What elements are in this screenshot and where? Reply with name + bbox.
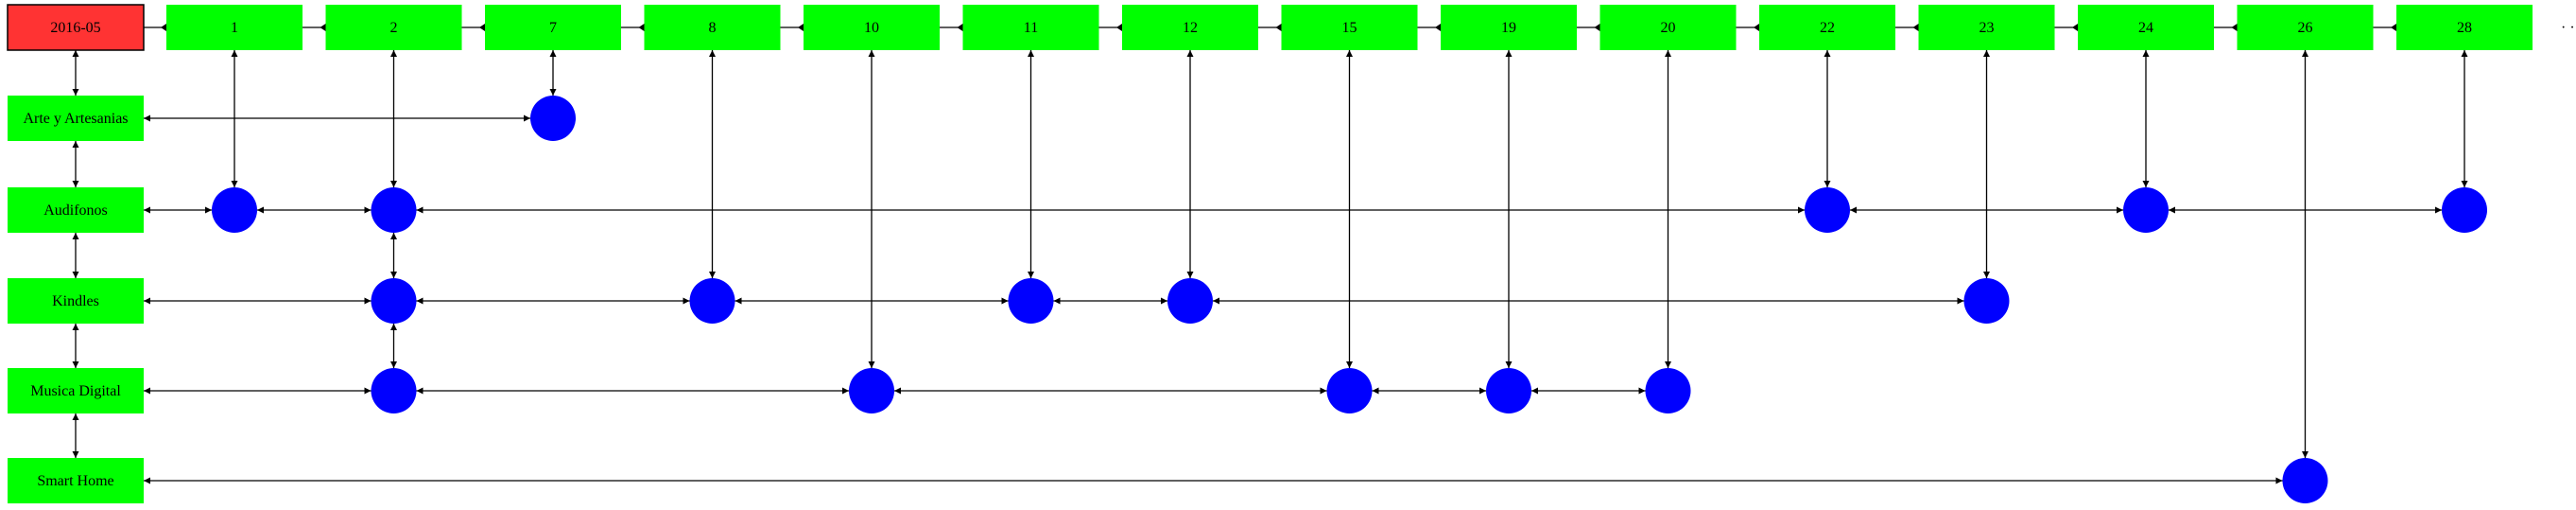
day-box-8: 8	[644, 5, 781, 50]
day-label: 28	[2457, 20, 2472, 36]
day-box-7: 7	[485, 5, 621, 50]
dot-musica-digital-20	[1645, 368, 1691, 413]
day-label: 26	[2298, 20, 2313, 36]
dot-arte-y-artesanias-7	[530, 96, 576, 141]
day-label: 10	[864, 20, 879, 36]
day-box-15: 15	[1281, 5, 1418, 50]
day-box-10: 10	[804, 5, 940, 50]
dot-audifonos-28	[2442, 187, 2487, 233]
day-box-22: 22	[1759, 5, 1895, 50]
edges-layer	[72, 24, 2468, 484]
day-box-12: 12	[1122, 5, 1258, 50]
day-box-26: 26	[2237, 5, 2374, 50]
day-label: 22	[1820, 20, 1835, 36]
category-box-smart-home: Smart Home	[8, 458, 144, 503]
day-label: 23	[1980, 20, 1995, 36]
dot-audifonos-22	[1805, 187, 1850, 233]
category-box-audifonos: Audifonos	[8, 187, 144, 233]
month-label: 2016-05	[50, 20, 100, 36]
dot-audifonos-1	[212, 187, 257, 233]
day-box-11: 11	[962, 5, 1099, 50]
dot-musica-digital-10	[849, 368, 894, 413]
day-box-23: 23	[1918, 5, 2055, 50]
category-label: Musica Digital	[30, 383, 121, 399]
category-box-kindles: Kindles	[8, 278, 144, 324]
category-label: Audifonos	[43, 202, 108, 219]
trailing-mark: · ·	[2561, 20, 2575, 36]
category-label: Kindles	[52, 293, 99, 309]
day-label: 15	[1342, 20, 1357, 36]
dot-musica-digital-2	[371, 368, 417, 413]
day-box-19: 19	[1441, 5, 1577, 50]
dot-kindles-8	[689, 278, 735, 324]
category-box-musica-digital: Musica Digital	[8, 368, 144, 413]
category-label: Arte y Artesanias	[23, 111, 128, 127]
day-label: 2	[390, 20, 398, 36]
dot-kindles-12	[1167, 278, 1213, 324]
day-label: 12	[1183, 20, 1198, 36]
dot-audifonos-2	[371, 187, 417, 233]
dot-kindles-2	[371, 278, 417, 324]
dot-audifonos-24	[2123, 187, 2169, 233]
category-label: Smart Home	[37, 473, 113, 489]
day-box-20: 20	[1599, 5, 1737, 50]
day-label: 19	[1501, 20, 1516, 36]
day-label: 20	[1661, 20, 1676, 36]
day-label: 8	[709, 20, 717, 36]
day-box-1: 1	[166, 5, 303, 50]
dot-musica-digital-15	[1326, 368, 1373, 413]
dot-kindles-23	[1963, 278, 2010, 324]
day-label: 7	[549, 20, 557, 36]
day-box-2: 2	[325, 5, 462, 50]
category-box-arte-y-artesanias: Arte y Artesanias	[8, 96, 144, 141]
dot-smart-home-26	[2282, 458, 2328, 503]
day-box-24: 24	[2078, 5, 2214, 50]
day-label: 11	[1024, 20, 1038, 36]
day-label: 1	[231, 20, 238, 36]
dot-musica-digital-19	[1486, 368, 1531, 413]
day-box-28: 28	[2396, 5, 2533, 50]
month-box: 2016-05	[7, 4, 145, 51]
dot-kindles-11	[1008, 278, 1054, 324]
day-label: 24	[2138, 20, 2153, 36]
